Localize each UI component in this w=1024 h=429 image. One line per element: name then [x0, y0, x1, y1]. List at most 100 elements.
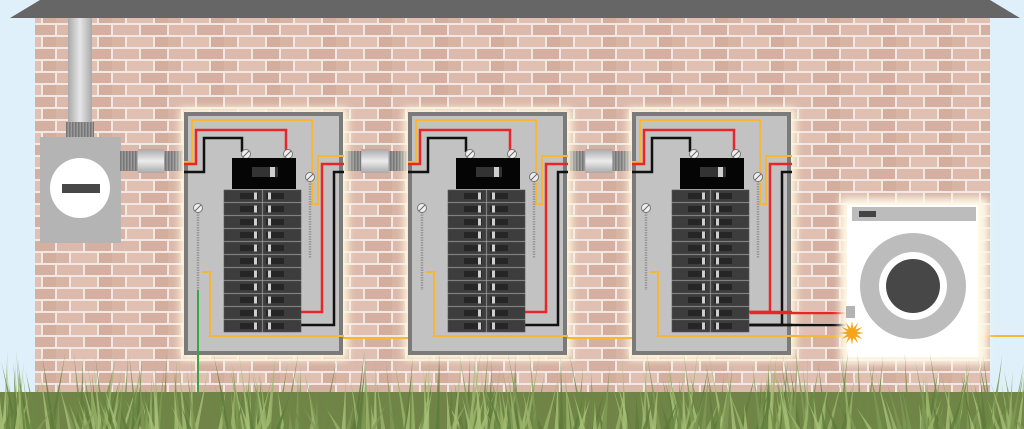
washer-display — [859, 211, 876, 217]
breaker-switch — [266, 310, 284, 316]
breaker-switch — [464, 271, 482, 277]
screw-slot — [466, 150, 474, 158]
neutral-wire-top — [632, 119, 761, 205]
breaker-handle — [716, 244, 719, 252]
breaker-handle — [478, 257, 481, 265]
grass-blade — [500, 383, 511, 429]
grass-blade — [683, 353, 696, 429]
breaker-switch — [464, 206, 482, 212]
grass-blade — [721, 382, 730, 429]
grass-blade — [277, 387, 285, 429]
breaker-switch — [266, 271, 284, 277]
grass-blade — [682, 366, 687, 429]
hot-black-wire-right — [301, 170, 344, 327]
grass-blade — [1016, 377, 1024, 429]
grass-blade — [454, 382, 464, 429]
screw-slot — [642, 204, 650, 212]
grass-blade — [651, 372, 659, 429]
grass-blade — [161, 353, 167, 429]
branch-breaker-left-10 — [671, 306, 711, 320]
main-breaker-switch — [476, 167, 502, 177]
breaker-switch — [714, 323, 732, 329]
branch-breaker-left-6 — [671, 254, 711, 268]
breaker-handle — [702, 257, 705, 265]
breaker-handle — [492, 283, 495, 291]
grass-blade — [564, 379, 576, 429]
breaker-switch — [714, 206, 732, 212]
grass-blade — [752, 364, 763, 429]
grass-blade — [62, 395, 75, 429]
screw-icon — [753, 172, 763, 182]
screw-icon — [465, 149, 475, 159]
grass-blade — [554, 368, 559, 429]
screw-slot — [418, 204, 426, 212]
branch-breaker-right-5 — [262, 241, 302, 255]
breaker-switch — [490, 284, 508, 290]
grass-blade — [388, 408, 400, 429]
grass-blade — [820, 401, 827, 429]
grass-blade — [844, 398, 857, 429]
breaker-switch — [714, 219, 732, 225]
grass-blade — [218, 401, 228, 429]
screw-icon — [529, 172, 539, 182]
grass-blade — [1, 361, 18, 429]
grass-blade — [5, 383, 10, 429]
grass-blade — [768, 403, 777, 429]
branch-breaker-left-3 — [447, 215, 487, 229]
grass-blade — [479, 352, 489, 429]
grass-blade — [396, 397, 404, 429]
hot-black-wire-top — [184, 136, 244, 174]
grass-blade — [773, 396, 781, 429]
grass-blade — [16, 349, 24, 429]
neutral-wire-bottom — [650, 271, 792, 337]
breaker-handle — [478, 270, 481, 278]
conduit-coupling — [585, 149, 613, 173]
branch-breaker-left-4 — [671, 228, 711, 242]
grass-blade — [780, 362, 794, 429]
grass-blade — [129, 355, 139, 429]
grass-blade — [979, 372, 987, 429]
panel-wiring — [343, 119, 568, 339]
breaker-switch — [688, 232, 706, 238]
grass-blade — [0, 402, 5, 429]
breaker-switch — [688, 206, 706, 212]
breaker-handle — [268, 218, 271, 226]
conduit-coupling — [137, 149, 165, 173]
grass-blade — [708, 383, 716, 429]
screw-icon — [689, 149, 699, 159]
breaker-switch — [240, 206, 258, 212]
breaker-handle — [478, 231, 481, 239]
breaker-handle — [716, 231, 719, 239]
breaker-handle — [254, 244, 257, 252]
breaker-handle — [716, 283, 719, 291]
grass-blade — [929, 351, 944, 429]
breaker-switch — [266, 323, 284, 329]
breaker-switch — [714, 258, 732, 264]
grass-blade — [68, 402, 81, 429]
meter-display — [62, 184, 100, 193]
grass-blade — [148, 374, 153, 429]
branch-breaker-right-1 — [262, 189, 302, 203]
grass-blade — [945, 376, 950, 429]
breaker-switch — [688, 271, 706, 277]
grass-blade — [760, 398, 769, 429]
screw-slot — [508, 150, 516, 158]
grass-blade — [468, 353, 476, 429]
breaker-handle — [478, 218, 481, 226]
screw-icon — [193, 203, 203, 213]
grass-blade — [967, 408, 975, 429]
breaker-switch — [464, 232, 482, 238]
breaker-switch — [266, 193, 284, 199]
grass-blade — [112, 388, 122, 429]
grass-blade — [487, 359, 492, 429]
grass-blade — [302, 405, 318, 429]
main-breaker-handle — [494, 167, 499, 177]
grass-blade — [886, 383, 902, 429]
branch-breaker-right-4 — [486, 228, 526, 242]
grass-blade — [173, 368, 182, 429]
breaker-handle — [702, 192, 705, 200]
main-breaker-handle — [270, 167, 275, 177]
grass-blade — [81, 407, 86, 429]
grass-blade — [191, 383, 196, 429]
grass — [0, 349, 1024, 429]
